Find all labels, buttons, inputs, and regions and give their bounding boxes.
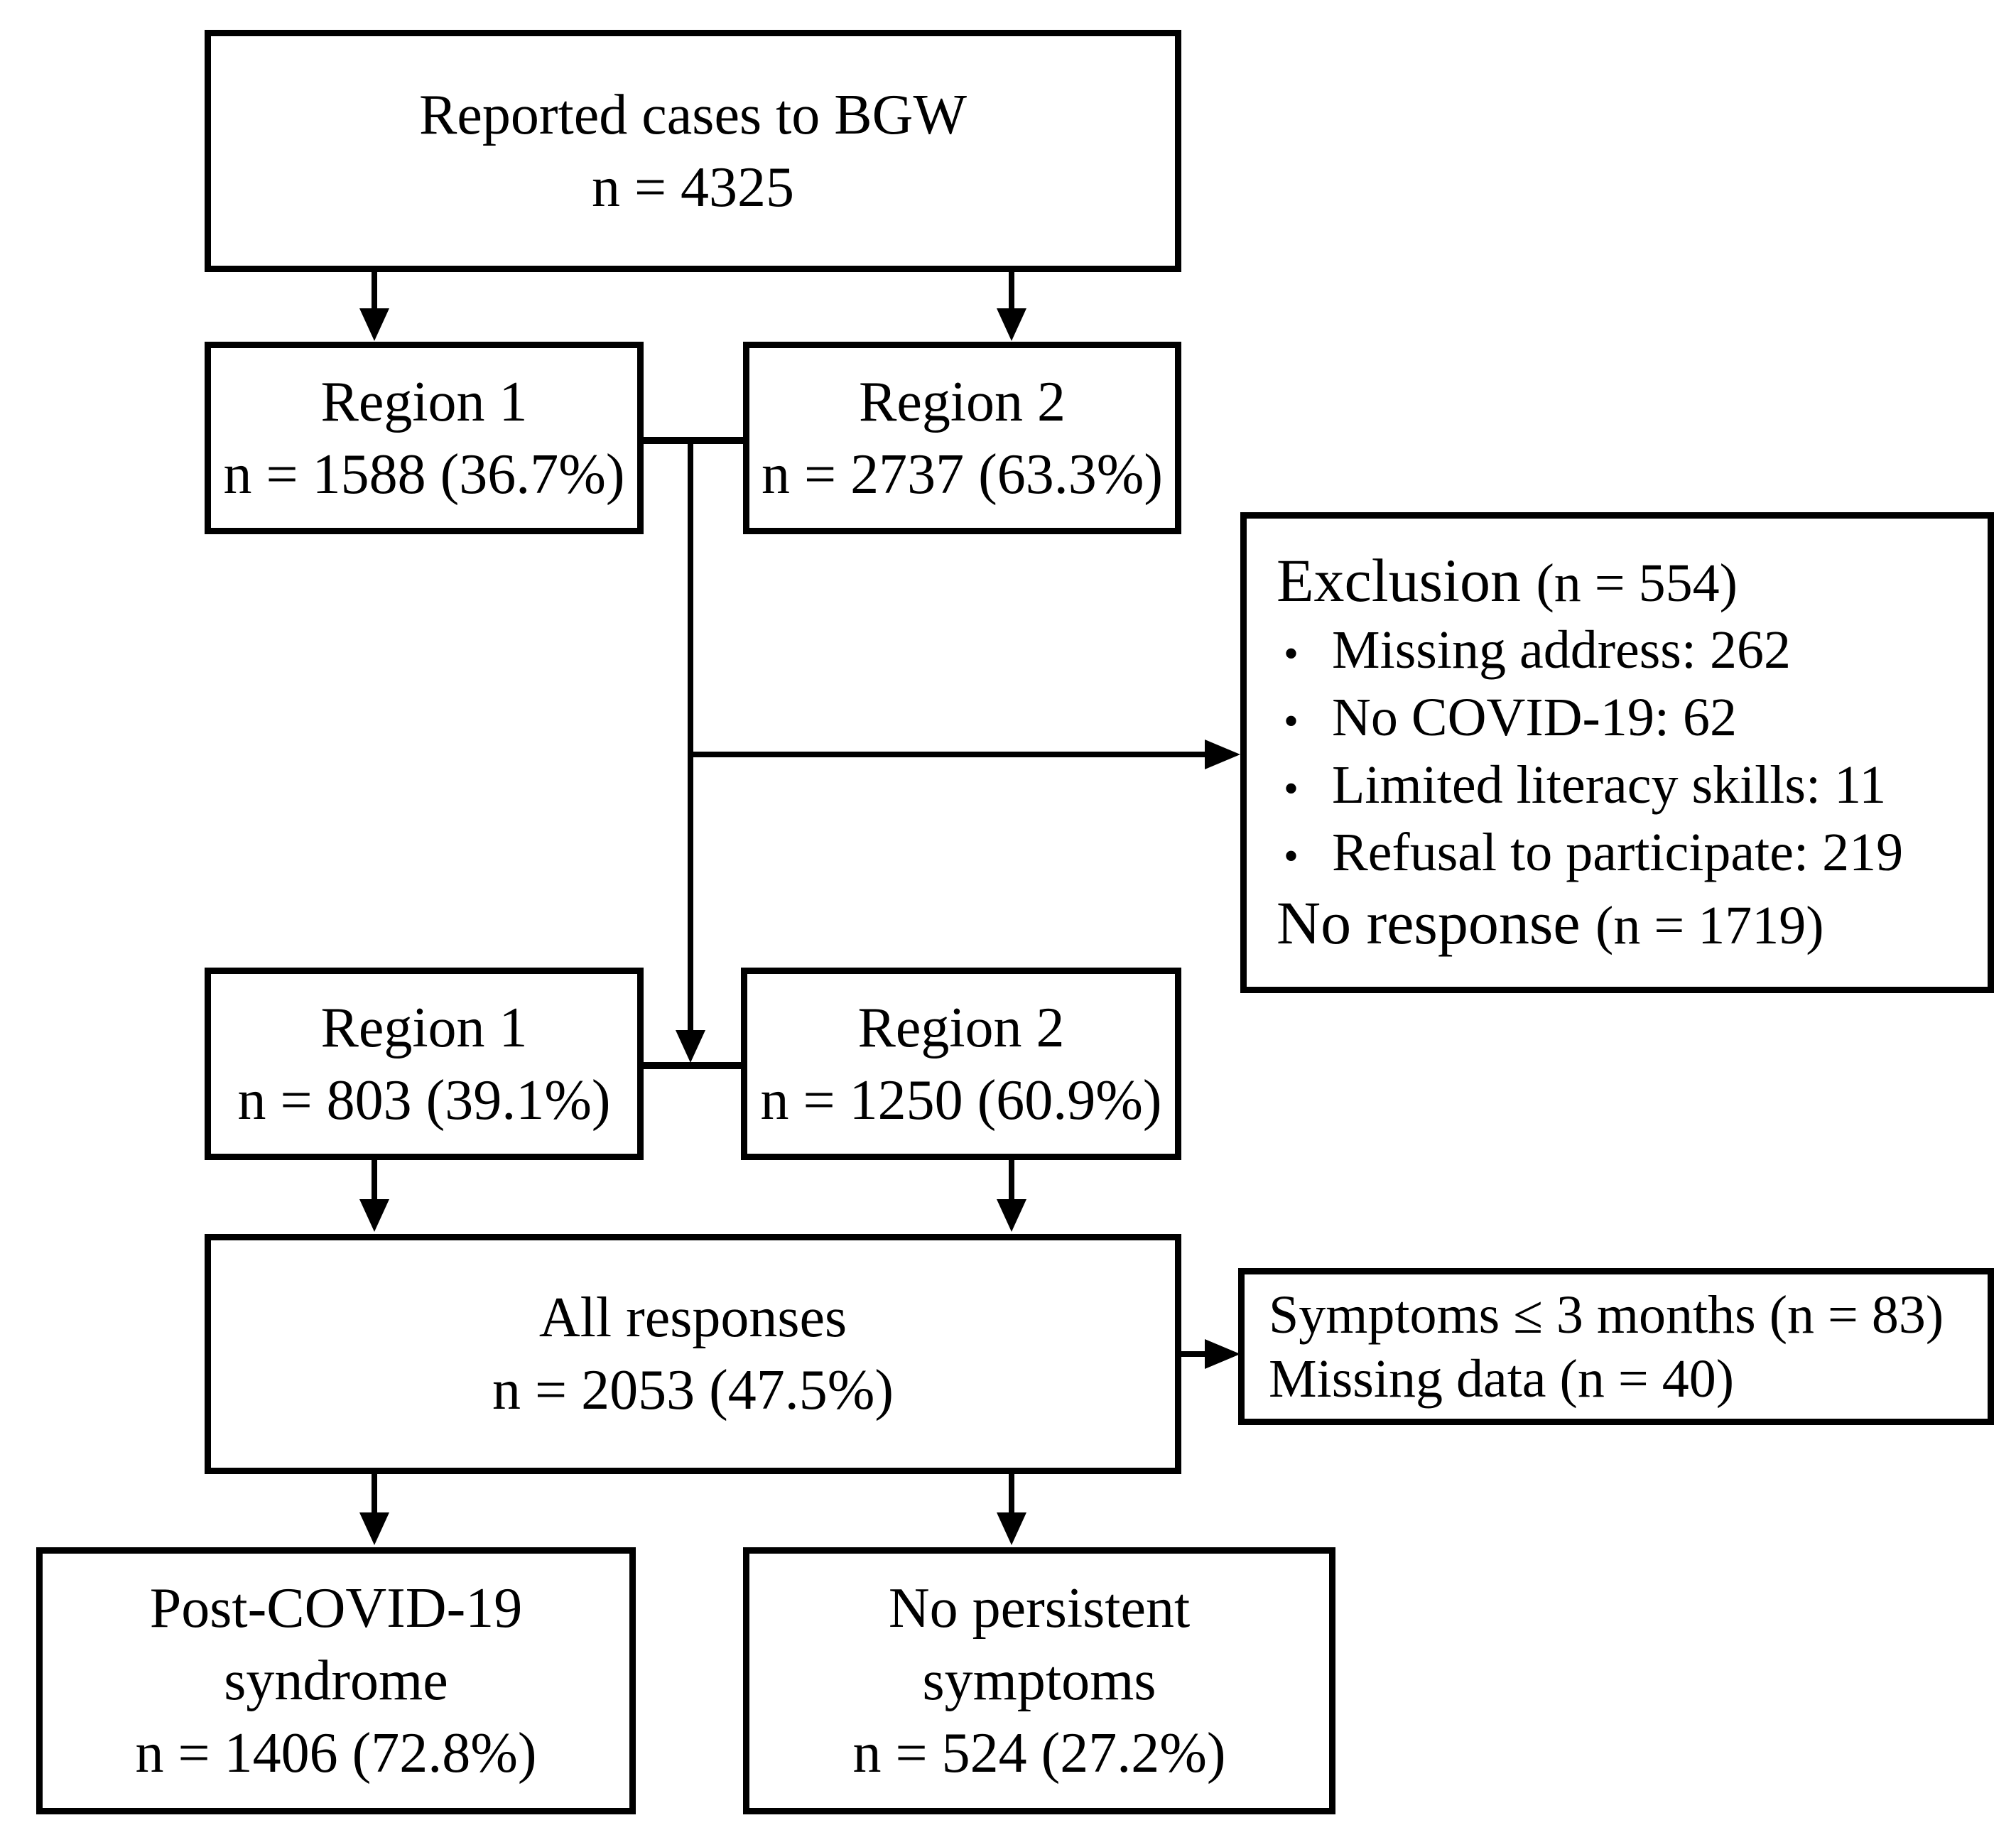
arrowhead-down-icon [359,308,389,341]
node-region2-responders-count: n = 1250 (60.9%) [760,1068,1162,1132]
arrow-to-exclusion [690,752,1205,757]
exclusion-bullet-missing-address: • Missing address: 262 [1277,618,1791,686]
exclusion-bullet-text: No COVID-19: 62 [1332,687,1737,747]
node-exclusion-footer: No response (n = 1719) [1277,888,1824,960]
exclusion-footer-text: No response [1277,888,1581,957]
arrowhead-right-icon [1205,1339,1240,1369]
node-exclusion: Exclusion (n = 554) • Missing address: 2… [1240,512,1994,993]
exclusion-title-text: Exclusion [1277,546,1521,614]
arrow-reported-to-region1 [372,272,377,310]
node-region1-responders-title: Region 1 [320,996,528,1059]
node-reported-cases-title: Reported cases to BGW [419,83,967,146]
connector-region-row1 [644,437,743,444]
arrowhead-down-icon [997,308,1026,341]
node-late-exclusions: Symptoms ≤ 3 months (n = 83) Missing dat… [1238,1268,1994,1425]
arrow-region2-to-all-responses [1009,1160,1014,1199]
node-region2-initial: Region 2 n = 2737 (63.3%) [743,342,1181,534]
node-reported-cases: Reported cases to BGW n = 4325 [205,30,1181,272]
late-exclusions-line2: Missing data (n = 40) [1269,1348,1735,1409]
no-persistent-line1: No persistent [888,1577,1191,1640]
exclusion-bullet-text: Missing address: 262 [1332,619,1791,680]
node-region2-responders-title: Region 2 [857,996,1065,1059]
late-exclusions-line1: Symptoms ≤ 3 months (n = 83) [1269,1284,1944,1345]
bullet-icon: • [1284,832,1299,879]
arrowhead-right-icon [1205,740,1240,769]
no-persistent-count: n = 524 (27.2%) [852,1722,1226,1785]
arrow-region1-to-all-responses [372,1160,377,1199]
node-post-covid-syndrome: Post-COVID-19 syndrome n = 1406 (72.8%) [36,1547,636,1814]
arrowhead-down-icon [676,1030,705,1063]
node-region1-responders-count: n = 803 (39.1%) [237,1068,611,1132]
exclusion-bullet-text: Limited literacy skills: 11 [1332,754,1887,815]
node-all-responses-title: All responses [538,1287,847,1349]
node-region2-responders: Region 2 n = 1250 (60.9%) [741,968,1181,1160]
line-regions-to-responders [688,440,693,1030]
arrow-all-responses-to-late-exclusions [1181,1351,1206,1357]
node-region1-initial-title: Region 1 [320,370,528,433]
exclusion-bullet-text: Refusal to participate: 219 [1332,822,1904,882]
node-region1-initial: Region 1 n = 1588 (36.7%) [205,342,644,534]
node-no-persistent-symptoms: No persistent symptoms n = 524 (27.2%) [743,1547,1335,1814]
connector-region-row2 [644,1062,741,1069]
node-region1-initial-count: n = 1588 (36.7%) [223,443,625,506]
no-persistent-line2: symptoms [922,1650,1156,1712]
node-all-responses: All responses n = 2053 (47.5%) [205,1234,1181,1474]
node-reported-cases-count: n = 4325 [591,156,795,219]
arrowhead-down-icon [997,1512,1026,1545]
arrowhead-down-icon [359,1199,389,1232]
exclusion-bullet-no-covid: • No COVID-19: 62 [1277,686,1737,753]
arrow-all-responses-to-post-covid [372,1474,377,1513]
exclusion-footer-count: (n = 1719) [1595,895,1824,955]
post-covid-line1: Post-COVID-19 [149,1577,523,1640]
bullet-icon: • [1284,764,1299,812]
node-exclusion-title: Exclusion (n = 554) [1277,546,1738,618]
arrow-reported-to-region2 [1009,272,1014,310]
node-all-responses-count: n = 2053 (47.5%) [492,1359,894,1422]
exclusion-title-count: (n = 554) [1536,553,1738,613]
post-covid-line2: syndrome [224,1650,448,1712]
bullet-icon: • [1284,697,1299,745]
bullet-icon: • [1284,629,1299,677]
node-region1-responders: Region 1 n = 803 (39.1%) [205,968,644,1160]
node-region2-initial-count: n = 2737 (63.3%) [761,443,1164,506]
node-region2-initial-title: Region 2 [858,370,1066,433]
arrowhead-down-icon [997,1199,1026,1232]
post-covid-count: n = 1406 (72.8%) [135,1722,537,1785]
arrow-all-responses-to-no-persistent [1009,1474,1014,1513]
exclusion-bullet-literacy: • Limited literacy skills: 11 [1277,753,1886,821]
arrowhead-down-icon [359,1512,389,1545]
exclusion-bullet-refusal: • Refusal to participate: 219 [1277,821,1903,888]
